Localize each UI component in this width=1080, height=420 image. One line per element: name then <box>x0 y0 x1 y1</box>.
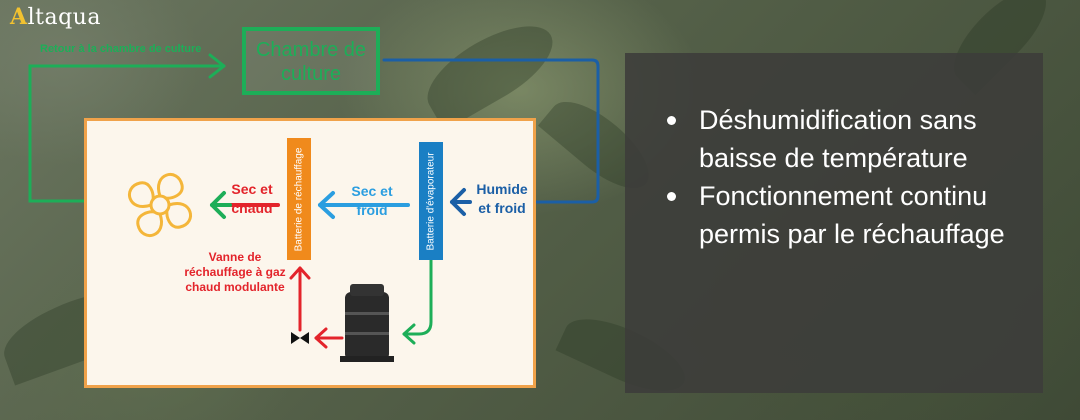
brand-logo: Altaqua <box>10 4 101 30</box>
return-label: Retour à la chambre de culture <box>40 43 202 55</box>
bullet-dot-icon <box>667 116 676 125</box>
growing-chamber-box: Chambre de culture <box>242 27 380 95</box>
cold-dry-label: Sec et froid <box>351 183 393 218</box>
benefits-list: Déshumidification sans baisse de tempéra… <box>667 101 1017 253</box>
valve-label: Vanne de réchauffage à gaz chaud modulan… <box>184 250 286 294</box>
bullet-text: Déshumidification sans baisse de tempéra… <box>699 105 977 173</box>
bullet-text: Fonctionnement continu permis par le réc… <box>699 181 1005 249</box>
fan-icon <box>128 173 192 237</box>
hot-gas-line <box>289 266 344 349</box>
refrigerant-line <box>402 258 433 345</box>
list-item: Fonctionnement continu permis par le réc… <box>667 177 1017 253</box>
humid-cold-label: Humide et froid <box>476 181 528 216</box>
valve-icon <box>291 332 309 344</box>
bullet-dot-icon <box>667 192 676 201</box>
evaporator-coil-label: Batterie d'évaporateur <box>425 151 437 251</box>
reheat-coil-label: Batterie de réchauffage <box>293 147 305 251</box>
brand-logo-text: ltaqua <box>27 5 101 30</box>
benefits-panel: Déshumidification sans baisse de tempéra… <box>625 53 1043 393</box>
hot-dry-arrow <box>210 191 280 219</box>
hot-dry-label: Sec et chaud <box>231 181 273 216</box>
humid-arrow <box>450 188 472 216</box>
list-item: Déshumidification sans baisse de tempéra… <box>667 101 1017 177</box>
compressor-icon <box>340 284 394 362</box>
cold-dry-arrow <box>318 191 410 219</box>
reheat-coil: Batterie de réchauffage <box>287 138 311 260</box>
evaporator-coil: Batterie d'évaporateur <box>419 142 443 260</box>
